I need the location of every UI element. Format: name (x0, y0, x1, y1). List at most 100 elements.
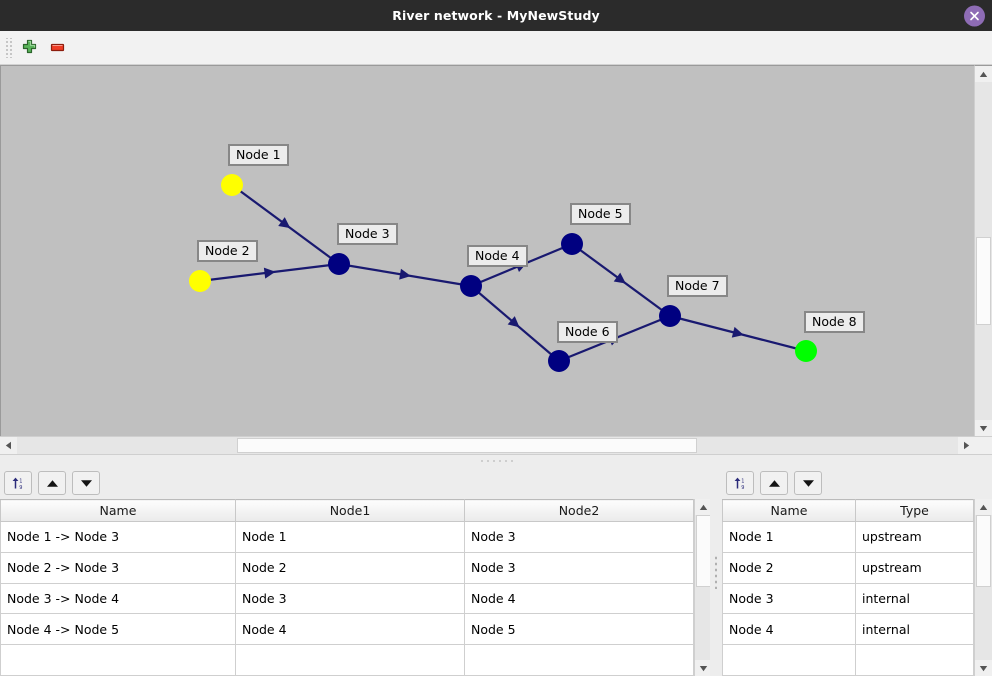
reach-cell-node2[interactable]: Node 3 (464, 521, 694, 553)
graph-node[interactable] (795, 340, 817, 362)
graph-scroll-down-button[interactable] (975, 420, 992, 436)
reach-cell-node1[interactable]: Node 3 (235, 582, 465, 615)
graph-scroll-row: Node 1 Node 2 Node 3 Node 4 Node 5 Node 6 Node… (0, 65, 992, 436)
node-cell-name[interactable]: Node 2 (722, 551, 856, 584)
add-node-icon (22, 39, 36, 54)
reach-column-node1[interactable]: Node1 (235, 499, 465, 522)
reach-cell-node1[interactable]: Node 1 (235, 521, 465, 553)
node-scroll-thumb[interactable] (976, 515, 991, 587)
reach-cell-node2[interactable] (464, 644, 694, 676)
graph-vertical-scrollbar[interactable] (974, 65, 992, 436)
horizontal-splitter[interactable] (0, 454, 992, 467)
graph-node-label[interactable]: Node 5 (570, 203, 631, 225)
vertical-splitter[interactable] (710, 467, 722, 676)
reach-cell-node2[interactable]: Node 3 (464, 551, 694, 584)
node-table-scrollbar[interactable] (974, 499, 992, 676)
move-up-icon (46, 479, 58, 487)
graph-node-label[interactable]: Node 1 (228, 144, 289, 166)
reach-cell-node2[interactable]: Node 4 (464, 582, 694, 615)
graph-node[interactable] (328, 253, 350, 275)
add-node-button[interactable] (15, 34, 43, 62)
reach-cell-node2[interactable]: Node 5 (464, 613, 694, 646)
graph-node-label[interactable]: Node 7 (667, 275, 728, 297)
reach-scroll-track[interactable] (695, 515, 710, 660)
triangle-down-icon (979, 425, 988, 431)
node-cell-name[interactable] (722, 644, 856, 676)
network-graph-canvas[interactable]: Node 1 Node 2 Node 3 Node 4 Node 5 Node 6 Node… (0, 65, 974, 436)
graph-hscroll-thumb[interactable] (237, 438, 697, 453)
node-move-up-button[interactable] (760, 471, 788, 495)
reach-move-up-button[interactable] (38, 471, 66, 495)
reach-cell-name[interactable] (0, 644, 236, 676)
graph-node-label[interactable]: Node 6 (557, 321, 618, 343)
reach-move-down-button[interactable] (72, 471, 100, 495)
node-cell-type[interactable]: upstream (855, 551, 974, 584)
node-table-header-row: Name Type (722, 499, 974, 522)
sort-ascending-icon: 1 9 (12, 477, 22, 491)
node-cell-type[interactable]: upstream (855, 521, 974, 553)
graph-node[interactable] (548, 350, 570, 372)
graph-node-label[interactable]: Node 3 (337, 223, 398, 245)
graph-scroll-up-button[interactable] (975, 66, 992, 82)
node-scroll-down-button[interactable] (975, 660, 992, 676)
close-button[interactable] (964, 5, 985, 26)
graph-scroll-left-button[interactable] (0, 437, 17, 454)
reach-cell-name[interactable]: Node 3 -> Node 4 (0, 582, 236, 615)
graph-node[interactable] (659, 305, 681, 327)
reach-scroll-up-button[interactable] (695, 499, 710, 515)
reach-cell-name[interactable]: Node 1 -> Node 3 (0, 521, 236, 553)
node-cell-name[interactable]: Node 1 (722, 521, 856, 553)
reach-table-scrollbar[interactable] (694, 499, 710, 676)
node-cell-type[interactable]: internal (855, 582, 974, 615)
graph-toolbar (0, 31, 992, 65)
delete-node-button[interactable] (43, 34, 71, 62)
reach-column-node2[interactable]: Node2 (464, 499, 694, 522)
node-move-down-button[interactable] (794, 471, 822, 495)
reach-sort-button[interactable]: 1 9 (4, 471, 32, 495)
reach-column-name[interactable]: Name (0, 499, 236, 522)
graph-node[interactable] (189, 270, 211, 292)
node-cell-type[interactable] (855, 644, 974, 676)
graph-node[interactable] (561, 233, 583, 255)
node-sort-button[interactable]: 1 9 (726, 471, 754, 495)
triangle-right-icon (964, 441, 970, 450)
node-column-type[interactable]: Type (855, 499, 974, 522)
reach-cell-node1[interactable] (235, 644, 465, 676)
table-row[interactable] (0, 644, 694, 676)
graph-vscroll-track[interactable] (975, 82, 992, 420)
graph-horizontal-scrollbar[interactable] (0, 436, 992, 454)
reach-scroll-down-button[interactable] (695, 660, 710, 676)
node-cell-name[interactable]: Node 4 (722, 613, 856, 646)
graph-hscroll-track[interactable] (17, 437, 958, 454)
node-scroll-up-button[interactable] (975, 499, 992, 515)
reach-cell-node1[interactable]: Node 2 (235, 551, 465, 584)
triangle-left-icon (5, 441, 11, 450)
graph-scroll-right-button[interactable] (958, 437, 975, 454)
node-cell-type[interactable]: internal (855, 613, 974, 646)
graph-node-label[interactable]: Node 8 (804, 311, 865, 333)
reach-scroll-thumb[interactable] (696, 515, 710, 587)
node-cell-name[interactable]: Node 3 (722, 582, 856, 615)
table-row[interactable] (722, 644, 974, 676)
reach-cell-name[interactable]: Node 2 -> Node 3 (0, 551, 236, 584)
graph-node[interactable] (221, 174, 243, 196)
graph-vscroll-thumb[interactable] (976, 237, 991, 325)
graph-node[interactable] (460, 275, 482, 297)
graph-node-label[interactable]: Node 4 (467, 245, 528, 267)
reach-cell-node1[interactable]: Node 4 (235, 613, 465, 646)
toolbar-drag-handle[interactable] (4, 37, 12, 58)
node-column-name[interactable]: Name (722, 499, 856, 522)
sort-ascending-icon: 1 9 (734, 477, 744, 491)
node-scroll-track[interactable] (975, 515, 992, 660)
reach-cell-name[interactable]: Node 4 -> Node 5 (0, 613, 236, 646)
graph-node-label[interactable]: Node 2 (197, 240, 258, 262)
